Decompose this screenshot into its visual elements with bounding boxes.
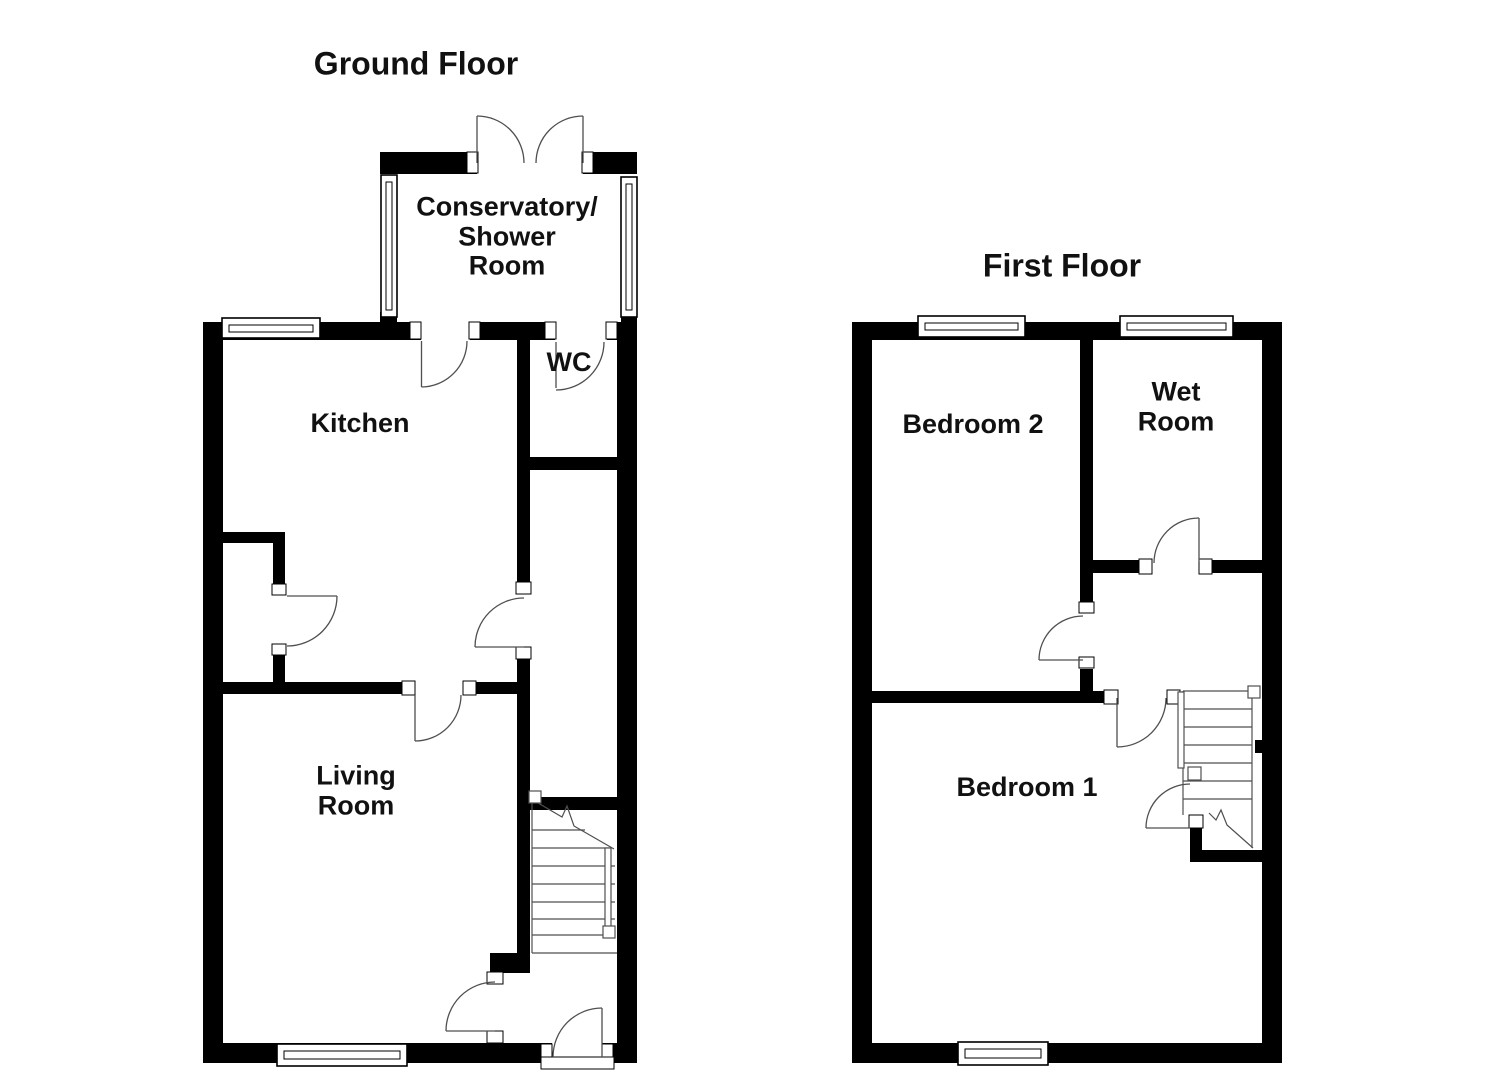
bedroom2-label: Bedroom 2 (902, 409, 1044, 440)
living-room-label: Living Room (316, 760, 396, 820)
ground-floor-walls (203, 152, 637, 1063)
wet-room-label: Wet Room (1137, 376, 1215, 436)
wc-label: WC (546, 347, 592, 378)
conservatory-double-doors (476, 115, 584, 164)
bedroom1-door (1116, 697, 1167, 748)
bedroom2-door (1038, 615, 1084, 661)
bedroom1-window (957, 1041, 1049, 1066)
bedroom2-window (917, 315, 1026, 338)
first-floor-plan (852, 315, 1282, 1066)
conservatory-left-window (380, 174, 398, 318)
front-door-threshold (540, 1056, 615, 1070)
kitchen-window (221, 317, 321, 339)
living-room-door (414, 694, 462, 742)
ground-floor-title: Ground Floor (313, 45, 519, 82)
first-floor-stairs (1177, 685, 1261, 849)
conservatory-right-window (620, 176, 638, 318)
ground-floor-openings (273, 150, 607, 1065)
living-room-window (276, 1043, 408, 1067)
ground-floor-plan (203, 115, 638, 1070)
front-door (552, 1007, 603, 1058)
conservatory-shower-room-label: Conservatory/ Shower Room (416, 191, 598, 281)
bedroom1-label: Bedroom 1 (956, 772, 1098, 803)
cupboard-door (286, 595, 338, 647)
ground-floor-door-jambs (271, 151, 618, 1061)
wet-room-window (1119, 315, 1234, 338)
kitchen-label: Kitchen (310, 408, 410, 439)
stair-cupboard-door (1145, 783, 1191, 829)
first-floor-walls (852, 322, 1282, 1063)
ground-floor-stairs (528, 790, 617, 954)
hall-living-door (445, 981, 496, 1032)
first-floor-title: First Floor (982, 247, 1142, 284)
wet-room-door (1153, 517, 1200, 564)
conservatory-kitchen-door (420, 340, 468, 388)
wc-door (555, 341, 605, 391)
kitchen-hall-door (474, 597, 525, 648)
first-floor-door-jambs (1078, 558, 1213, 829)
